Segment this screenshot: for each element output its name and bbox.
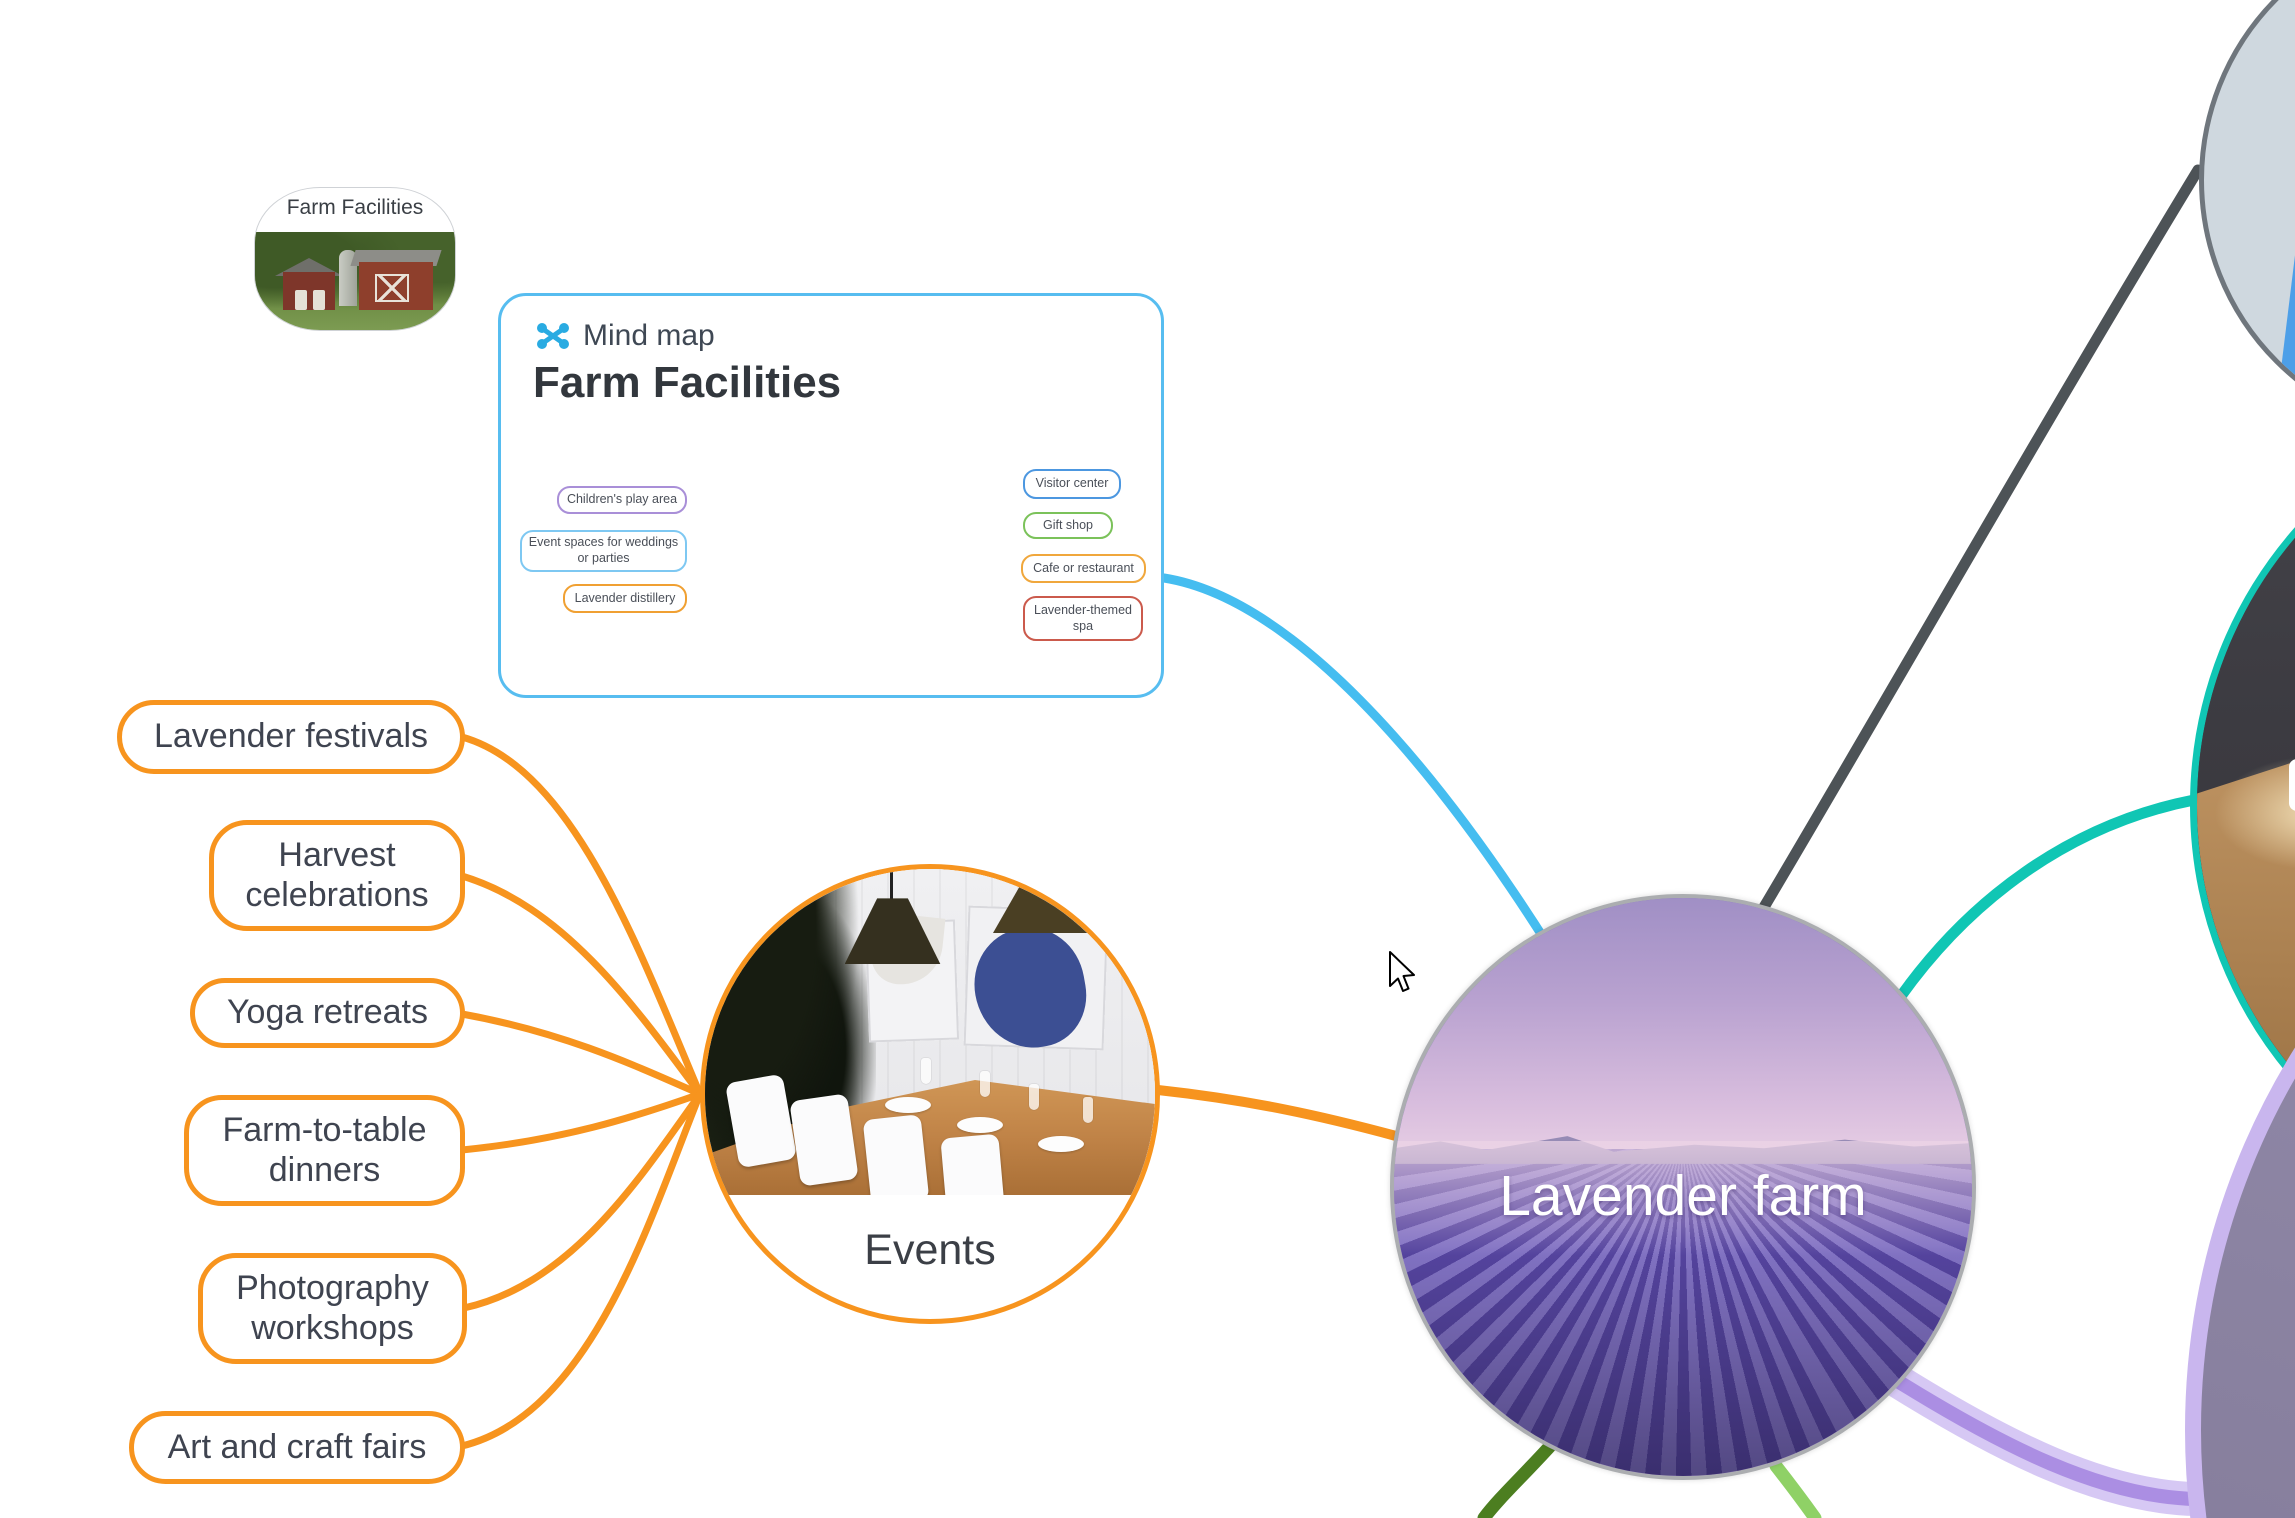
node-harvest-celebrations[interactable]: Harvest celebrations bbox=[209, 820, 465, 931]
events-photo bbox=[705, 869, 1155, 1195]
events-photo-glass bbox=[921, 1058, 931, 1085]
events-photo-chair bbox=[862, 1113, 930, 1195]
lavender-photo-haze bbox=[1394, 1140, 1972, 1257]
node-label: Photography workshops bbox=[236, 1269, 429, 1347]
node-farm-to-table-dinners[interactable]: Farm-to-table dinners bbox=[184, 1095, 465, 1206]
events-photo-plate bbox=[1038, 1136, 1084, 1153]
mini-node-spa: Lavender-themed spa bbox=[1023, 596, 1143, 641]
node-label: Lavender festivals bbox=[153, 717, 429, 756]
central-topic-label: Lavender farm bbox=[1499, 1164, 1867, 1228]
mini-node-label: Lavender distillery bbox=[574, 590, 676, 605]
node-label: Art and craft fairs bbox=[167, 1427, 427, 1466]
node-lavender-festivals[interactable]: Lavender festivals bbox=[117, 700, 465, 774]
connector-photography bbox=[460, 1090, 704, 1312]
barn-photo-door-x bbox=[375, 274, 409, 302]
mini-node-label: Gift shop bbox=[1042, 517, 1094, 532]
lavender-photo-shading bbox=[1394, 1244, 1972, 1476]
connector-events-central bbox=[1153, 1085, 1401, 1141]
mini-node-distillery: Lavender distillery bbox=[563, 584, 687, 613]
barn-photo bbox=[255, 232, 455, 330]
barn-photo-door bbox=[313, 290, 325, 310]
mini-node-cafe: Cafe or restaurant bbox=[1021, 554, 1146, 583]
mini-center-label: Farm Facilities bbox=[286, 196, 424, 219]
events-photo-plate bbox=[885, 1097, 931, 1114]
node-art-and-craft-fairs[interactable]: Art and craft fairs bbox=[129, 1411, 465, 1484]
card-type-label: Mind map bbox=[583, 319, 715, 352]
barn-photo-door bbox=[295, 290, 307, 310]
node-label: Yoga retreats bbox=[227, 993, 428, 1032]
mini-node-label: Event spaces for weddings or parties bbox=[528, 535, 679, 565]
node-label: Farm-to-table dinners bbox=[222, 1111, 427, 1189]
connector-harvest-celebrations bbox=[458, 872, 704, 1098]
card-type-row: Mind map bbox=[535, 318, 715, 354]
mini-node-label: Lavender-themed spa bbox=[1034, 602, 1132, 633]
mini-node-label: Children's play area bbox=[566, 492, 678, 507]
bouquet-partial-label bbox=[2289, 759, 2295, 811]
connector-yoga-retreats bbox=[458, 1010, 704, 1098]
connector-card-blue bbox=[1159, 573, 1555, 953]
mini-node-label: Visitor center bbox=[1035, 476, 1109, 491]
events-photo-glass bbox=[1029, 1084, 1039, 1111]
events-topic-label: Events bbox=[864, 1225, 996, 1274]
connector-art-craft bbox=[458, 1090, 704, 1450]
node-label: Harvest celebrations bbox=[245, 836, 429, 914]
connector-map-gray bbox=[1748, 164, 2204, 930]
barn-photo-house bbox=[283, 272, 335, 310]
central-topic-lavender-farm[interactable]: Lavender farm bbox=[1390, 894, 1976, 1480]
node-photography-workshops[interactable]: Photography workshops bbox=[198, 1253, 467, 1364]
connector-lavender-festivals bbox=[458, 733, 704, 1098]
events-photo-lamp-cord bbox=[889, 869, 893, 901]
bouquet-photo-light bbox=[2213, 755, 2295, 872]
node-yoga-retreats[interactable]: Yoga retreats bbox=[190, 978, 465, 1048]
mouse-cursor bbox=[1389, 951, 1415, 992]
connector-farm-to-table bbox=[458, 1090, 704, 1154]
events-photo-glass bbox=[979, 1071, 990, 1098]
map-image-water bbox=[2280, 0, 2295, 430]
mindmap-icon bbox=[537, 323, 569, 349]
mini-node-label: Cafe or restaurant bbox=[1033, 560, 1134, 575]
mini-node-gift-shop: Gift shop bbox=[1023, 512, 1113, 539]
mini-center-node: Farm Facilities bbox=[254, 187, 456, 331]
mini-node-event-spaces: Event spaces for weddings or parties bbox=[520, 530, 687, 572]
card-title: Farm Facilities bbox=[533, 358, 842, 407]
events-photo-plate bbox=[957, 1116, 1003, 1133]
mini-node-visitor-center: Visitor center bbox=[1023, 469, 1121, 499]
lavender-bouquet-topic-node[interactable] bbox=[2190, 385, 2295, 1225]
events-photo-chair bbox=[939, 1133, 1006, 1195]
mini-node-play-area: Children's play area bbox=[557, 486, 687, 514]
events-photo-glass bbox=[1083, 1097, 1093, 1124]
events-topic-node[interactable]: Events bbox=[700, 864, 1160, 1324]
events-photo-chair bbox=[789, 1093, 859, 1187]
